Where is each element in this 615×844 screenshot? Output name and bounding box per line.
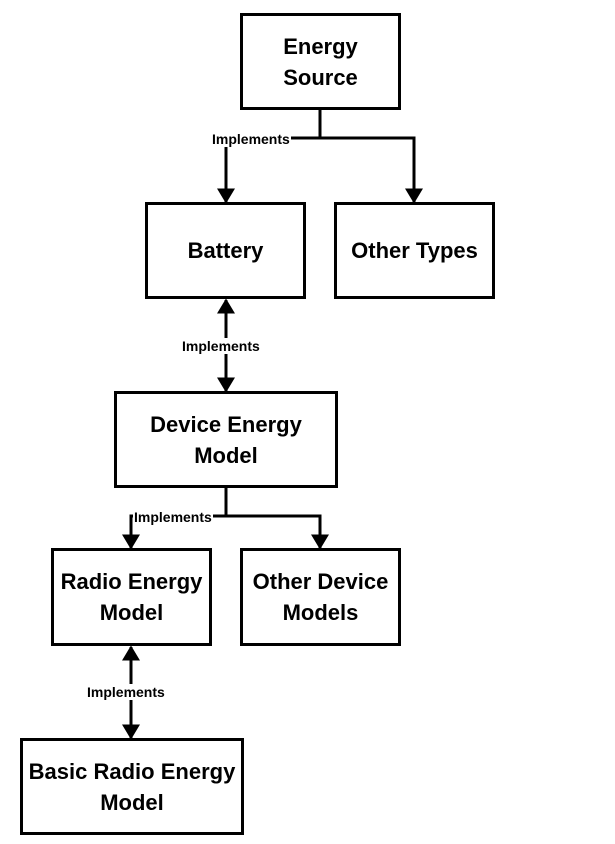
device-energy-model-label: Device Energy Model bbox=[150, 411, 302, 468]
other-types-label: Other Types bbox=[351, 238, 478, 263]
other-device-models-label: Other Device Models bbox=[252, 569, 389, 625]
implements-label-battery: Implements bbox=[181, 338, 261, 354]
other-device-models-box: Other Device Models bbox=[240, 548, 401, 646]
implements-label-radio: Implements bbox=[86, 684, 166, 700]
edge-source-battery bbox=[217, 110, 322, 204]
device-energy-model-box: Device Energy Model bbox=[114, 391, 338, 488]
energy-source-label: Energy Source bbox=[283, 33, 358, 90]
edge-device-other-models bbox=[226, 514, 329, 550]
edge-source-other-types bbox=[320, 136, 423, 204]
other-types-box: Other Types bbox=[334, 202, 495, 299]
implements-label-device: Implements bbox=[133, 509, 213, 525]
battery-box: Battery bbox=[145, 202, 306, 299]
implements-label-source: Implements bbox=[211, 131, 291, 147]
radio-energy-model-label: Radio Energy Model bbox=[60, 569, 203, 625]
radio-energy-model-box: Radio Energy Model bbox=[51, 548, 212, 646]
battery-label: Battery bbox=[187, 238, 264, 263]
energy-source-box: Energy Source bbox=[240, 13, 401, 110]
basic-radio-energy-model-label: Basic Radio Energy Model bbox=[28, 758, 236, 815]
basic-radio-energy-model-box: Basic Radio Energy Model bbox=[20, 738, 244, 835]
